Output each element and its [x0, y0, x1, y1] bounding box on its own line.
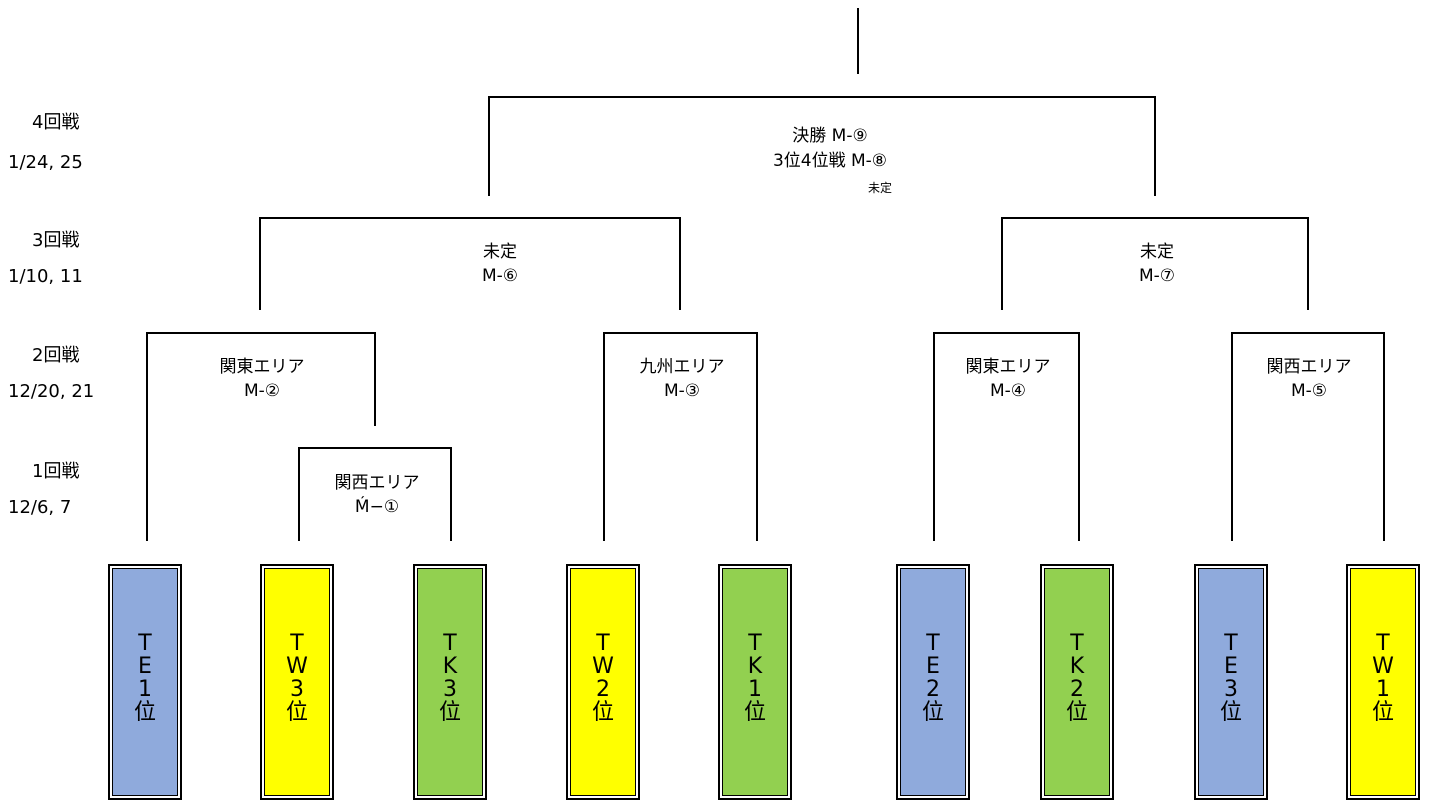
team-char: T: [1224, 631, 1238, 656]
m4-bracket: [933, 332, 1080, 541]
m6-venue: 未定: [483, 242, 517, 262]
team-char: T: [926, 631, 940, 656]
team-char: 3: [443, 677, 457, 702]
team-char: 位: [743, 700, 766, 725]
round-1-name: 1回戦: [32, 461, 80, 482]
team-char: W: [592, 654, 614, 679]
team-char: 1: [1376, 677, 1390, 702]
team-char: 位: [1065, 700, 1088, 725]
m6-id: M-⑥: [481, 266, 519, 286]
m2-bracket: [146, 332, 376, 541]
team-char: 位: [133, 700, 156, 725]
team-char: 3: [1224, 677, 1238, 702]
m1-id: Ḿ−①: [354, 497, 400, 517]
team-char: T: [443, 631, 457, 656]
team-char: T: [138, 631, 152, 656]
round-3-date: 1/10, 11: [8, 266, 83, 287]
m2-id: M-②: [243, 381, 281, 401]
m4-venue: 関東エリア: [965, 357, 1051, 377]
round-2-date: 12/20, 21: [8, 381, 95, 402]
m1-venue: 関西エリア: [334, 473, 420, 493]
team-char: K: [1069, 654, 1085, 679]
team-char: T: [596, 631, 610, 656]
round-4-date: 1/24, 25: [8, 152, 83, 173]
team-char: 位: [921, 700, 944, 725]
m6-bracket: [259, 217, 681, 310]
team-char: 2: [1070, 677, 1084, 702]
m5-venue: 関西エリア: [1266, 357, 1352, 377]
m4-id: M-④: [989, 381, 1027, 401]
m5-id: M-⑤: [1290, 381, 1328, 401]
team-char: E: [926, 654, 940, 679]
team-char: 3: [290, 677, 304, 702]
round-3-name: 3回戦: [32, 230, 80, 251]
m2-venue: 関東エリア: [219, 357, 305, 377]
team-char: T: [1070, 631, 1084, 656]
round-1-date: 12/6, 7: [8, 497, 72, 518]
team-char: 1: [138, 677, 152, 702]
final-label: 決勝 M-⑨: [792, 126, 868, 146]
team-char: 位: [1219, 700, 1242, 725]
m3-id: M-③: [663, 381, 701, 401]
team-char: 2: [926, 677, 940, 702]
m3-bracket: [603, 332, 758, 541]
team-char: 位: [285, 700, 308, 725]
m5-bracket: [1231, 332, 1385, 541]
team-char: E: [1224, 654, 1238, 679]
m7-bracket: [1001, 217, 1309, 310]
team-char: T: [1376, 631, 1390, 656]
final-bracket: [488, 96, 1156, 196]
team-char: W: [1372, 654, 1394, 679]
third-place-label: 3位4位戦 M-⑧: [772, 151, 888, 171]
team-char: K: [747, 654, 763, 679]
team-char: 位: [438, 700, 461, 725]
m1-bracket: [298, 447, 452, 541]
team-char: 位: [1371, 700, 1394, 725]
team-char: T: [748, 631, 762, 656]
team-char: T: [290, 631, 304, 656]
round-4-name: 4回戦: [32, 112, 80, 133]
team-char: 1: [748, 677, 762, 702]
m7-id: M-⑦: [1138, 266, 1176, 286]
team-char: W: [286, 654, 308, 679]
m3-venue: 九州エリア: [639, 357, 725, 377]
team-char: 2: [596, 677, 610, 702]
team-char: K: [442, 654, 458, 679]
team-char: E: [138, 654, 152, 679]
final-note: 未定: [867, 181, 892, 195]
round-2-name: 2回戦: [32, 345, 80, 366]
m7-venue: 未定: [1140, 242, 1174, 262]
team-char: 位: [591, 700, 614, 725]
